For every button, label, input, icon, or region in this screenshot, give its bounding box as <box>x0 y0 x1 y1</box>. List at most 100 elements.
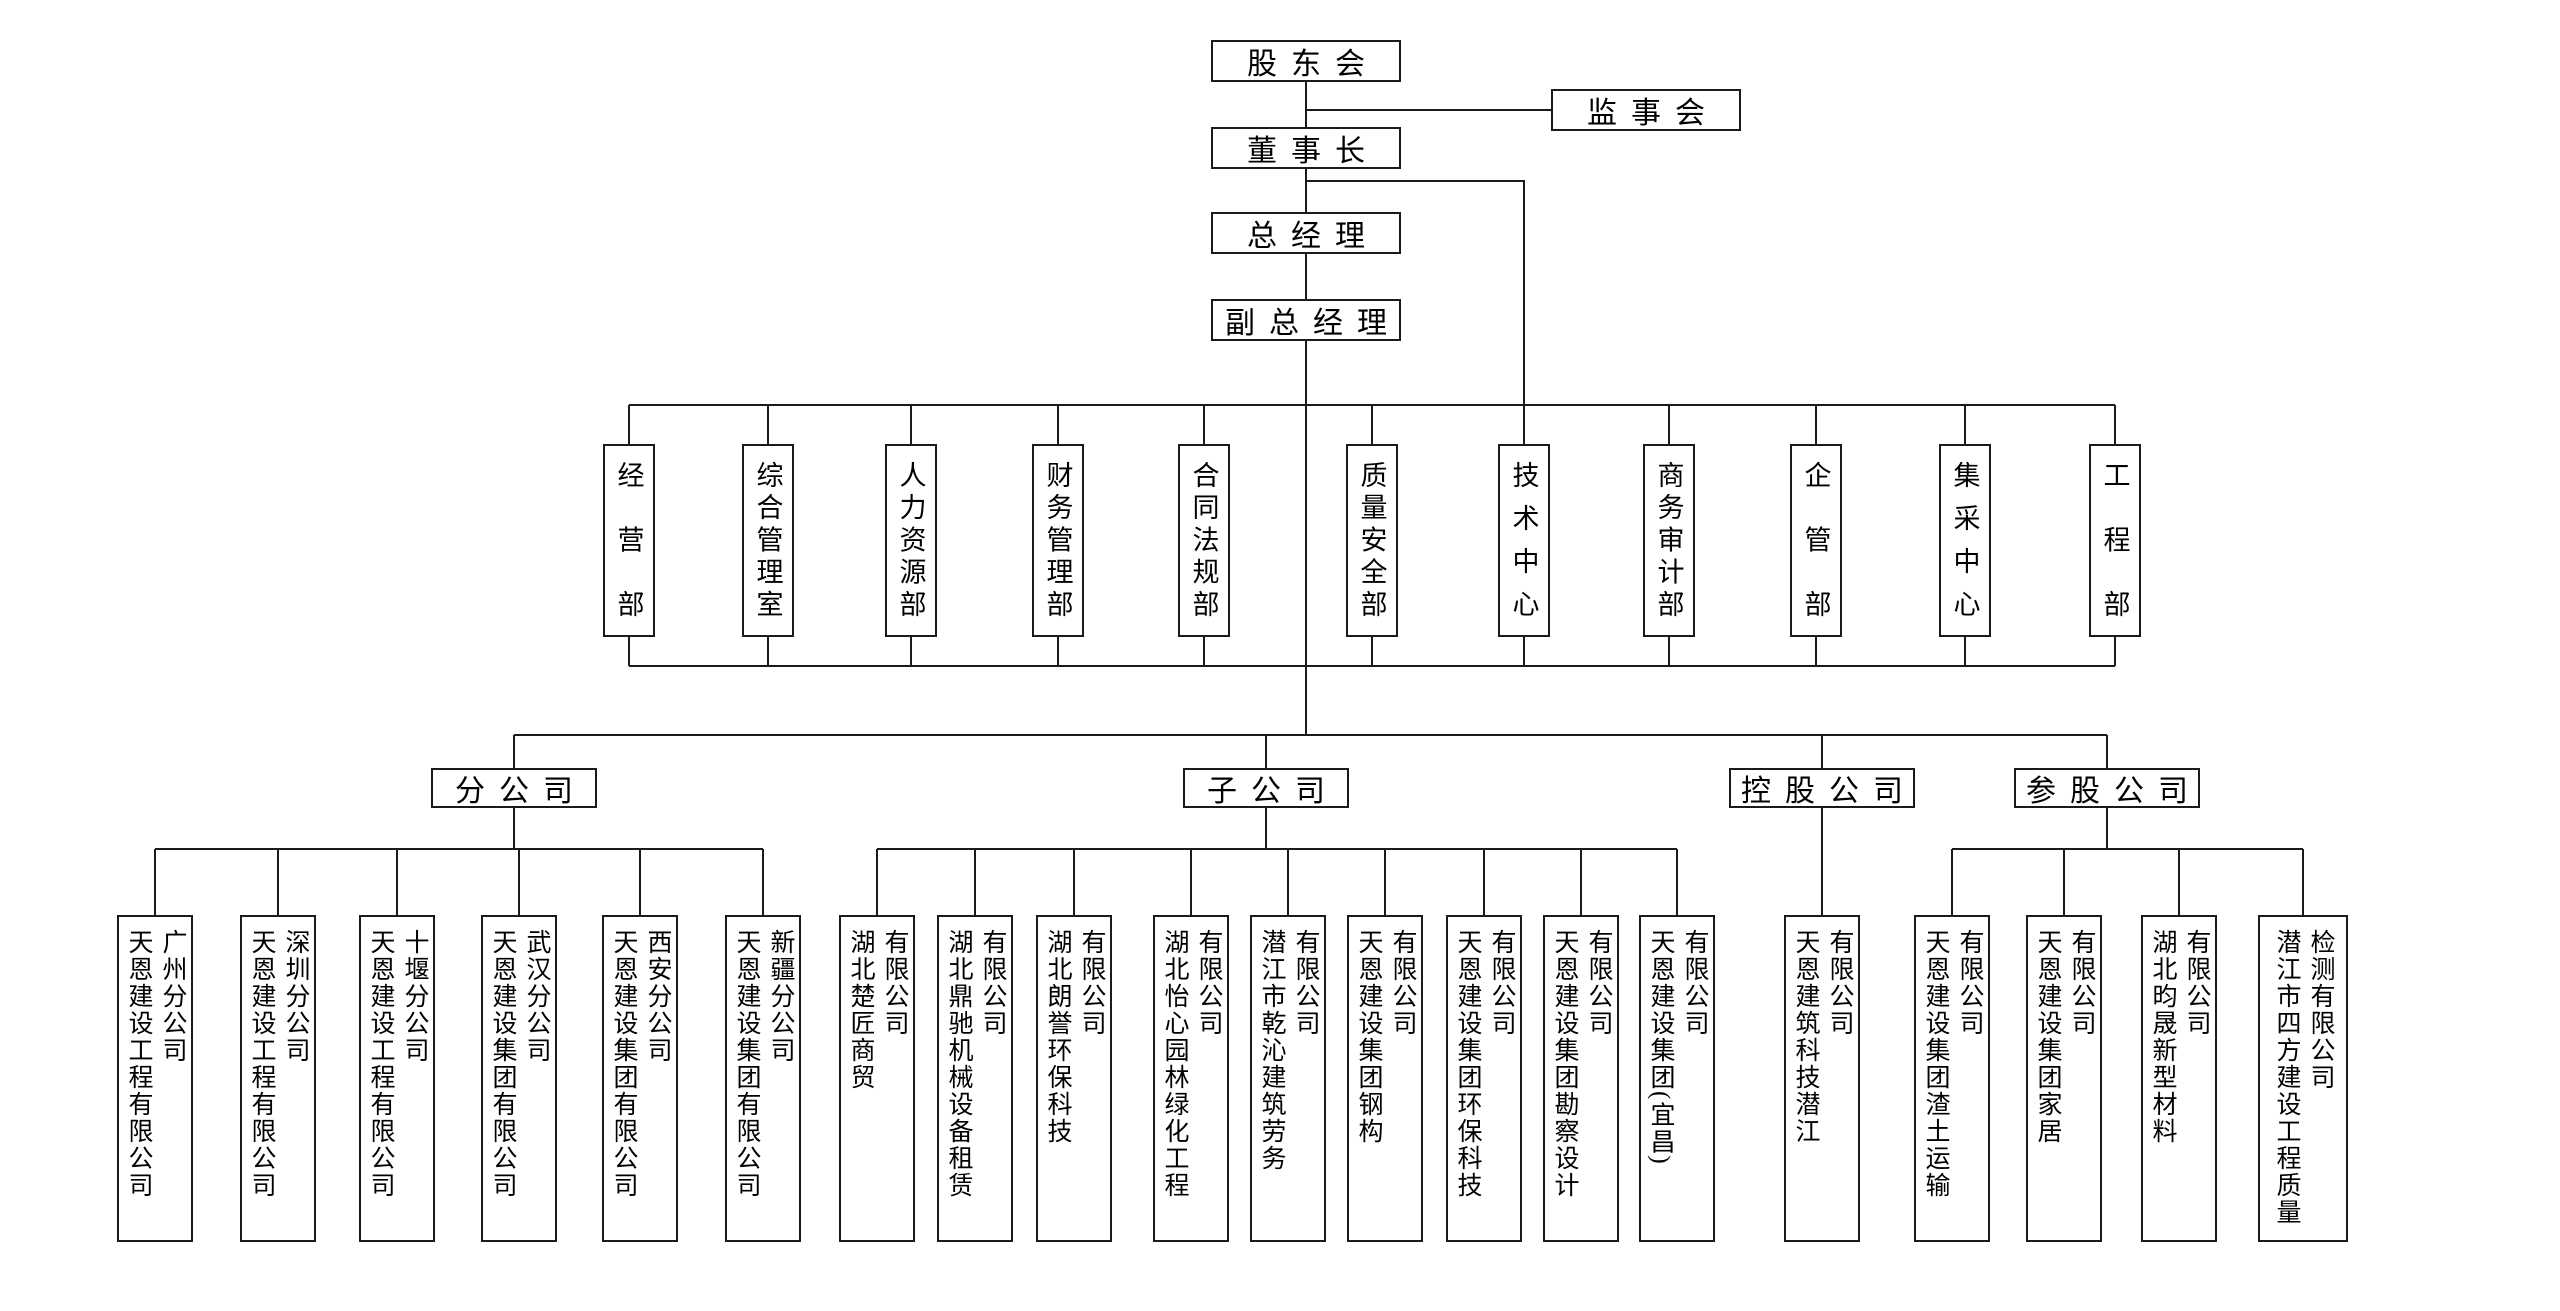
connector-line <box>1371 637 1373 666</box>
branch-company-1-label: 天恩建设工程有限公司 广州分公司 <box>125 929 186 1199</box>
procurement-center-label: 集采中心 <box>1949 460 1980 621</box>
connector-line <box>1306 180 1525 182</box>
subsidiary-1-label: 湖北楚匠商贸 有限公司 <box>847 929 908 1091</box>
equity-company-4-label: 潜江市四方建设工程质量 检测有限公司 <box>2273 929 2334 1226</box>
equity-company-4: 潜江市四方建设工程质量 检测有限公司 <box>2258 915 2348 1242</box>
hr-dept-label: 人力资源部 <box>895 460 926 621</box>
category-branch-label: 分公司 <box>455 775 587 808</box>
connector-line <box>2114 405 2116 444</box>
subsidiary-1: 湖北楚匠商贸 有限公司 <box>839 915 915 1242</box>
technology-center-label: 技术中心 <box>1508 460 1539 621</box>
subsidiary-2-label: 湖北鼎驰机械设备租赁 有限公司 <box>945 929 1006 1199</box>
holding-company-1: 天恩建筑科技潜江 有限公司 <box>1784 915 1860 1242</box>
equity-company-1: 天恩建设集团渣土运输 有限公司 <box>1914 915 1990 1242</box>
connector-line <box>1523 181 1525 444</box>
connector-line <box>639 849 641 915</box>
connector-line <box>1668 637 1670 666</box>
node-deputy-general-manager-label: 副总经理 <box>1225 307 1401 340</box>
connector-line <box>1305 341 1307 735</box>
subsidiary-9-label: 天恩建设集团(宜昌) 有限公司 <box>1647 929 1708 1166</box>
connector-line <box>2114 637 2116 666</box>
connector-line <box>1384 849 1386 915</box>
equity-company-3-label: 湖北昀晟新型材料 有限公司 <box>2149 929 2210 1145</box>
hr-dept: 人力资源部 <box>885 444 937 637</box>
node-shareholders: 股东会 <box>1211 40 1401 82</box>
connector-line <box>1821 735 1823 768</box>
connector-line <box>910 637 912 666</box>
node-chairman: 董事长 <box>1211 127 1401 169</box>
operations-dept: 经营部 <box>603 444 655 637</box>
subsidiary-4: 湖北怡心园林绿化工程 有限公司 <box>1153 915 1229 1242</box>
branch-company-5-label: 天恩建设集团有限公司 西安分公司 <box>610 929 671 1199</box>
connector-line <box>518 849 520 915</box>
subsidiary-8-label: 天恩建设集团勘察设计 有限公司 <box>1551 929 1612 1199</box>
connector-line <box>767 405 769 444</box>
connector-line <box>1668 405 1670 444</box>
connector-line <box>1952 848 2303 850</box>
connector-line <box>154 849 156 915</box>
connector-line <box>628 637 630 666</box>
equity-company-3: 湖北昀晟新型材料 有限公司 <box>2141 915 2217 1242</box>
connector-line <box>396 849 398 915</box>
connector-line <box>629 665 2115 667</box>
connector-line <box>2063 849 2065 915</box>
subsidiary-7: 天恩建设集团环保科技 有限公司 <box>1446 915 1522 1242</box>
connector-line <box>1815 637 1817 666</box>
general-management-office: 综合管理室 <box>742 444 794 637</box>
connector-line <box>1305 82 1307 127</box>
category-holding: 控股公司 <box>1729 768 1915 808</box>
node-chairman-label: 董事长 <box>1247 135 1379 168</box>
category-subsidiary-label: 子公司 <box>1207 775 1339 808</box>
connector-line <box>2302 849 2304 915</box>
connector-line <box>1951 849 1953 915</box>
quality-safety-dept-label: 质量安全部 <box>1356 460 1387 621</box>
node-shareholders-label: 股东会 <box>1247 48 1379 81</box>
subsidiary-6-label: 天恩建设集团钢构 有限公司 <box>1355 929 1416 1145</box>
subsidiary-2: 湖北鼎驰机械设备租赁 有限公司 <box>937 915 1013 1242</box>
technology-center: 技术中心 <box>1498 444 1550 637</box>
contract-legal-dept-label: 合同法规部 <box>1188 460 1219 621</box>
connector-line <box>876 849 878 915</box>
procurement-center: 集采中心 <box>1939 444 1991 637</box>
connector-line <box>1371 405 1373 444</box>
connector-line <box>513 808 515 849</box>
connector-line <box>513 735 515 768</box>
node-deputy-general-manager: 副总经理 <box>1211 299 1401 341</box>
equity-company-2: 天恩建设集团家居 有限公司 <box>2026 915 2102 1242</box>
equity-company-1-label: 天恩建设集团渣土运输 有限公司 <box>1922 929 1983 1199</box>
connector-line <box>155 848 763 850</box>
connector-line <box>1265 735 1267 768</box>
subsidiary-5: 潜江市乾沁建筑劳务 有限公司 <box>1250 915 1326 1242</box>
connector-line <box>767 637 769 666</box>
branch-company-6-label: 天恩建设集团有限公司 新疆分公司 <box>733 929 794 1199</box>
contract-legal-dept: 合同法规部 <box>1178 444 1230 637</box>
node-general-manager-label: 总经理 <box>1247 220 1379 253</box>
connector-line <box>877 848 1677 850</box>
subsidiary-7-label: 天恩建设集团环保科技 有限公司 <box>1454 929 1515 1199</box>
enterprise-management-dept: 企管部 <box>1790 444 1842 637</box>
node-supervisors-label: 监事会 <box>1587 97 1719 130</box>
connector-line <box>1057 405 1059 444</box>
branch-company-6: 天恩建设集团有限公司 新疆分公司 <box>725 915 801 1242</box>
connector-line <box>1964 405 1966 444</box>
connector-line <box>2178 849 2180 915</box>
branch-company-4: 天恩建设集团有限公司 武汉分公司 <box>481 915 557 1242</box>
enterprise-management-dept-label: 企管部 <box>1800 460 1831 621</box>
connector-line <box>277 849 279 915</box>
connector-line <box>1676 849 1678 915</box>
branch-company-2-label: 天恩建设工程有限公司 深圳分公司 <box>248 929 309 1199</box>
finance-dept: 财务管理部 <box>1032 444 1084 637</box>
connector-line <box>1483 849 1485 915</box>
subsidiary-6: 天恩建设集团钢构 有限公司 <box>1347 915 1423 1242</box>
connector-line <box>2106 808 2108 849</box>
quality-safety-dept: 质量安全部 <box>1346 444 1398 637</box>
connector-line <box>1190 849 1192 915</box>
subsidiary-4-label: 湖北怡心园林绿化工程 有限公司 <box>1161 929 1222 1199</box>
connector-line <box>1815 405 1817 444</box>
category-equity: 参股公司 <box>2014 768 2200 808</box>
operations-dept-label: 经营部 <box>613 460 644 621</box>
holding-company-1-label: 天恩建筑科技潜江 有限公司 <box>1792 929 1853 1145</box>
category-subsidiary: 子公司 <box>1183 768 1349 808</box>
business-audit-dept: 商务审计部 <box>1643 444 1695 637</box>
